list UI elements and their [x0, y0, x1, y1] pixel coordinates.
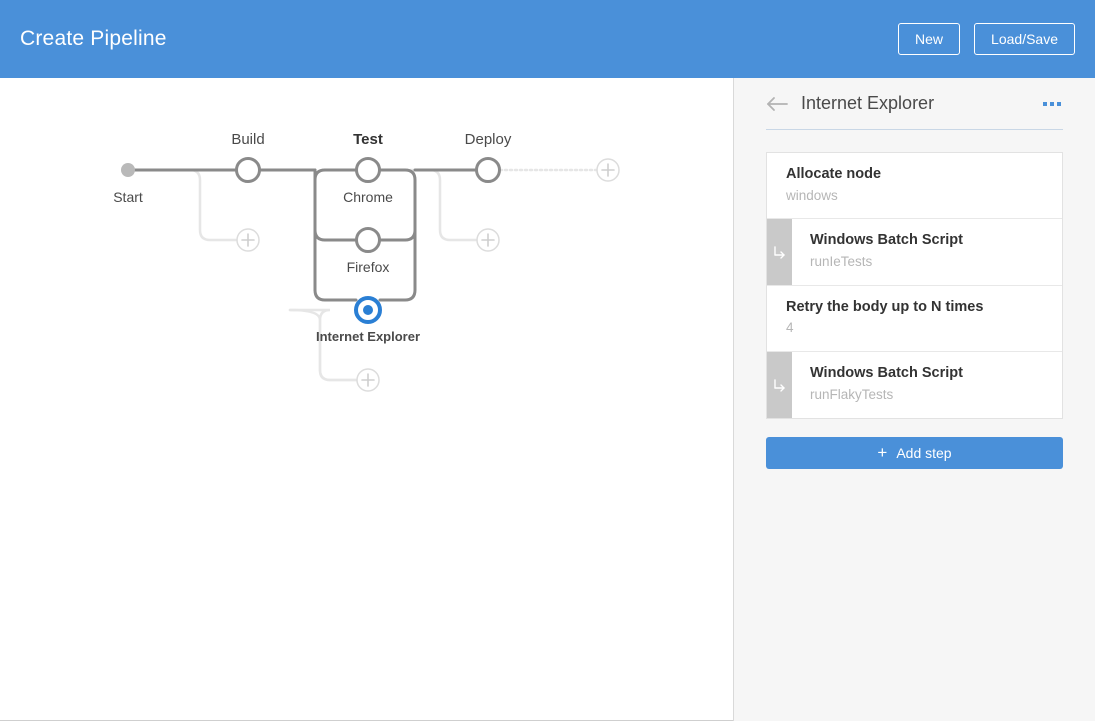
- step-nested-gutter: [767, 219, 792, 285]
- node-chrome: [355, 157, 381, 183]
- node-firefox: [355, 227, 381, 253]
- step-title: Windows Batch Script: [810, 232, 963, 249]
- node-label-chrome[interactable]: Chrome: [343, 189, 393, 205]
- pipeline-canvas[interactable]: Build Test Deploy Start Chrome Firefox I…: [0, 78, 733, 721]
- step-title: Windows Batch Script: [810, 365, 963, 382]
- app-header: Create Pipeline New Load/Save: [0, 0, 1095, 78]
- step-nested-gutter: [767, 352, 792, 418]
- step-item-windows-batch-script-1[interactable]: Windows Batch Script runIeTests: [767, 219, 1062, 286]
- add-step-label: Add step: [896, 444, 952, 461]
- stage-label-build[interactable]: Build: [231, 131, 265, 148]
- step-body: Allocate node windows: [767, 153, 897, 218]
- node-internet-explorer-dot: [363, 305, 373, 315]
- add-stage-button-end: [596, 158, 620, 182]
- stage-label-deploy[interactable]: Deploy: [464, 131, 512, 148]
- step-item-retry[interactable]: Retry the body up to N times 4: [767, 285, 1062, 353]
- step-title: Retry the body up to N times: [786, 298, 984, 315]
- plus-icon: +: [877, 443, 888, 463]
- step-body: Windows Batch Script runIeTests: [792, 219, 979, 284]
- add-step-button[interactable]: + Add step: [766, 436, 1063, 469]
- add-stage-button-build: [236, 228, 260, 252]
- node-label-firefox[interactable]: Firefox: [346, 259, 390, 275]
- panel-title: Internet Explorer: [801, 93, 935, 113]
- add-stage-button-deploy: [476, 228, 500, 252]
- step-detail-panel: Internet Explorer Allocate node windows: [734, 78, 1095, 721]
- node-label-internet-explorer[interactable]: Internet Explorer: [315, 329, 421, 344]
- header-actions: New Load/Save: [898, 22, 1075, 56]
- nested-arrow-icon: [774, 245, 785, 259]
- node-deploy: [475, 157, 501, 183]
- start-node: [121, 163, 135, 177]
- back-arrow-icon[interactable]: [766, 93, 788, 115]
- add-parallel-button-test: [356, 368, 380, 392]
- pipeline-graph: [121, 157, 620, 392]
- step-item-windows-batch-script-2[interactable]: Windows Batch Script runFlakyTests: [767, 352, 1062, 418]
- load-save-button[interactable]: Load/Save: [974, 22, 1075, 56]
- step-title: Allocate node: [786, 166, 882, 182]
- stage-label-test[interactable]: Test: [353, 131, 383, 148]
- step-subtitle: runFlakyTests: [810, 386, 894, 402]
- step-subtitle: windows: [786, 187, 838, 203]
- ellipsis-icon[interactable]: [1041, 96, 1063, 112]
- start-label: Start: [113, 189, 143, 205]
- step-subtitle: 4: [786, 320, 794, 336]
- step-body: Windows Batch Script runFlakyTests: [792, 352, 979, 417]
- step-item-allocate-node[interactable]: Allocate node windows: [767, 153, 1062, 220]
- step-list: Allocate node windows Windows Batch Scri…: [766, 152, 1063, 419]
- new-button[interactable]: New: [898, 22, 961, 56]
- step-subtitle: runIeTests: [810, 254, 873, 270]
- panel-header: Internet Explorer: [766, 78, 1063, 130]
- step-body: Retry the body up to N times 4: [767, 286, 999, 351]
- node-build: [235, 157, 261, 183]
- page-title: Create Pipeline: [20, 27, 167, 50]
- nested-arrow-icon: [774, 378, 785, 392]
